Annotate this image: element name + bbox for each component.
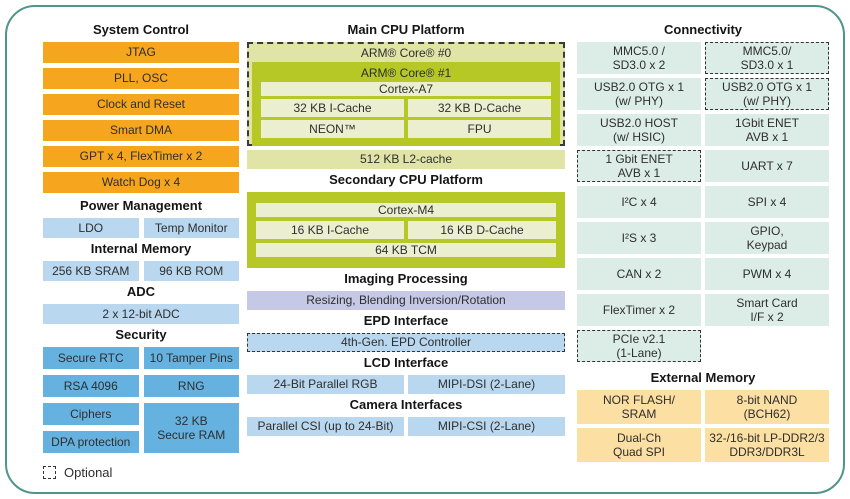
arm-core1-block: ARM® Core® #1 Cortex-A7 32 KB I-Cache 32… [252, 62, 560, 146]
usb-otg-optional-block: USB2.0 OTG x 1 (w/ PHY) [705, 78, 829, 110]
icache16-block: 16 KB I-Cache [256, 221, 404, 239]
optional-legend-swatch-icon [43, 466, 56, 479]
middle-column: Main CPU Platform ARM® Core® #0 ARM® Cor… [247, 19, 565, 436]
epd-heading: EPD Interface [363, 313, 449, 328]
diagram-card: System Control JTAG PLL, OSC Clock and Res… [5, 5, 845, 494]
icache32-block: 32 KB I-Cache [261, 99, 404, 117]
ldo-block: LDO [43, 218, 139, 238]
pcie-block: PCIe v2.1 (1-Lane) [577, 330, 701, 362]
temp-monitor-block: Temp Monitor [143, 218, 239, 238]
quad-spi-block: Dual-Ch Quad SPI [577, 428, 701, 462]
arm-core1-label: ARM® Core® #1 [360, 66, 452, 80]
smart-dma-block: Smart DMA [43, 120, 239, 141]
enet-avb-optional-block: 1 Gbit ENET AVB x 1 [577, 150, 701, 182]
camera-heading: Camera Interfaces [349, 397, 463, 412]
rom-block: 96 KB ROM [143, 261, 239, 281]
dcache32-block: 32 KB D-Cache [408, 99, 551, 117]
spacer [705, 330, 829, 362]
gpio-keypad-block: GPIO, Keypad [705, 222, 829, 254]
cortex-m4-block: Cortex-M4 [256, 203, 556, 217]
connectivity-heading: Connectivity [663, 22, 742, 37]
parallel-rgb-block: 24-Bit Parallel RGB [247, 375, 404, 394]
tamper-pins-block: 10 Tamper Pins [143, 347, 239, 369]
l2-cache-block: 512 KB L2-cache [247, 150, 565, 169]
imaging-heading: Imaging Processing [344, 271, 468, 286]
watchdog-block: Watch Dog x 4 [43, 172, 239, 193]
secure-rtc-block: Secure RTC [43, 347, 139, 369]
ciphers-block: Ciphers [43, 403, 139, 425]
fpu-block: FPU [408, 120, 551, 138]
mmc-sd-x1-block: MMC5.0/ SD3.0 x 1 [705, 42, 829, 74]
cortex-m4-platform-block: Cortex-M4 16 KB I-Cache 16 KB D-Cache 64… [247, 192, 565, 268]
pwm-block: PWM x 4 [705, 258, 829, 290]
enet-avb-block: 1Gbit ENET AVB x 1 [705, 114, 829, 146]
mmc-sd-x2-block: MMC5.0 / SD3.0 x 2 [577, 42, 701, 74]
imaging-block: Resizing, Blending Inversion/Rotation [247, 291, 565, 310]
i2s-block: I²S x 3 [577, 222, 701, 254]
spi-block: SPI x 4 [705, 186, 829, 218]
dcache16-block: 16 KB D-Cache [408, 221, 556, 239]
left-column: System Control JTAG PLL, OSC Clock and Res… [43, 19, 239, 480]
pll-osc-block: PLL, OSC [43, 68, 239, 89]
external-memory-heading: External Memory [650, 370, 756, 385]
uart-block: UART x 7 [705, 150, 829, 182]
jtag-block: JTAG [43, 42, 239, 63]
rsa-block: RSA 4096 [43, 375, 139, 397]
nor-flash-block: NOR FLASH/ SRAM [577, 390, 701, 424]
adc-section: 2 x 12-bit ADC [43, 304, 239, 324]
system-control-heading: System Control [92, 22, 190, 37]
lcd-heading: LCD Interface [363, 355, 449, 370]
sram-block: 256 KB SRAM [43, 261, 139, 281]
secondary-cpu-heading: Secondary CPU Platform [329, 172, 483, 187]
smart-card-block: Smart Card I/F x 2 [705, 294, 829, 326]
arm-core0-block: ARM® Core® #0 ARM® Core® #1 Cortex-A7 32… [247, 42, 565, 146]
adc-block: 2 x 12-bit ADC [43, 304, 239, 324]
clock-reset-block: Clock and Reset [43, 94, 239, 115]
rng-block: RNG [143, 375, 239, 397]
power-management-heading: Power Management [79, 198, 203, 213]
camera-section: Parallel CSI (up to 24-Bit)MIPI-CSI (2-L… [247, 417, 565, 436]
epd-controller-block: 4th-Gen. EPD Controller [247, 333, 565, 352]
can-block: CAN x 2 [577, 258, 701, 290]
usb-otg-block: USB2.0 OTG x 1 (w/ PHY) [577, 78, 701, 110]
gpt-flextimer-block: GPT x 4, FlexTimer x 2 [43, 146, 239, 167]
neon-block: NEON™ [261, 120, 404, 138]
nand-block: 8-bit NAND (BCH62) [705, 390, 829, 424]
dpa-block: DPA protection [43, 431, 139, 453]
arm-core0-label: ARM® Core® #0 [360, 46, 452, 60]
cortex-a7-block: Cortex-A7 [261, 82, 551, 96]
secure-ram-block: 32 KB Secure RAM [143, 403, 239, 453]
internal-memory-heading: Internal Memory [90, 241, 192, 256]
usb-host-block: USB2.0 HOST (w/ HSIC) [577, 114, 701, 146]
optional-legend: Optional [43, 465, 239, 480]
ddr-block: 32-/16-bit LP-DDR2/3 DDR3/DDR3L [705, 428, 829, 462]
mipi-dsi-block: MIPI-DSI (2-Lane) [408, 375, 565, 394]
tcm-block: 64 KB TCM [256, 243, 556, 257]
main-cpu-heading: Main CPU Platform [347, 22, 465, 37]
flextimer-block: FlexTimer x 2 [577, 294, 701, 326]
core1-cells: Cortex-A7 32 KB I-Cache 32 KB D-Cache NE… [261, 82, 551, 138]
optional-legend-label: Optional [64, 465, 113, 480]
adc-heading: ADC [126, 284, 156, 299]
i2c-block: I²C x 4 [577, 186, 701, 218]
mipi-csi-block: MIPI-CSI (2-Lane) [408, 417, 565, 436]
security-heading: Security [115, 327, 167, 342]
parallel-csi-block: Parallel CSI (up to 24-Bit) [247, 417, 404, 436]
